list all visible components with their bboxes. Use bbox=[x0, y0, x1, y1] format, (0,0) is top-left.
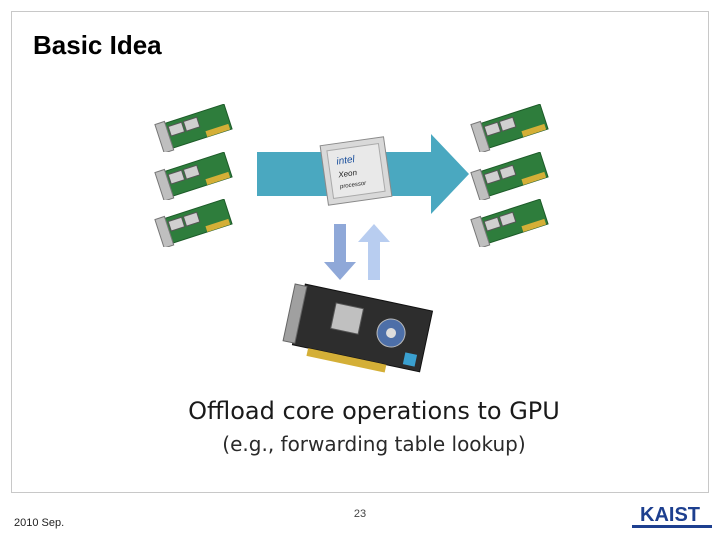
slide-caption: Offload core operations to GPU bbox=[188, 397, 560, 425]
svg-text:KAIST: KAIST bbox=[640, 504, 700, 526]
network-card-icon bbox=[470, 104, 549, 152]
gpu-card-icon bbox=[282, 283, 434, 373]
svg-text:Xeon: Xeon bbox=[337, 168, 358, 180]
svg-text:intel: intel bbox=[336, 154, 356, 168]
cpu-chip-icon: intel Xeon processor bbox=[319, 136, 393, 206]
network-card-icon bbox=[154, 152, 233, 200]
slide-frame bbox=[11, 11, 709, 493]
network-card-icon bbox=[154, 199, 233, 247]
slide-date: 2010 Sep. bbox=[14, 517, 65, 529]
network-card-icon bbox=[154, 104, 233, 152]
slide-subcaption: (e.g., forwarding table lookup) bbox=[222, 432, 526, 456]
bidirectional-arrow-icon bbox=[324, 224, 390, 280]
network-card-icon bbox=[470, 199, 549, 247]
slide-title: Basic Idea bbox=[33, 30, 162, 60]
page-number: 23 bbox=[353, 508, 367, 520]
network-card-icon bbox=[470, 152, 549, 200]
svg-text:processor: processor bbox=[339, 181, 368, 191]
kaist-logo: KAIST bbox=[632, 504, 712, 528]
